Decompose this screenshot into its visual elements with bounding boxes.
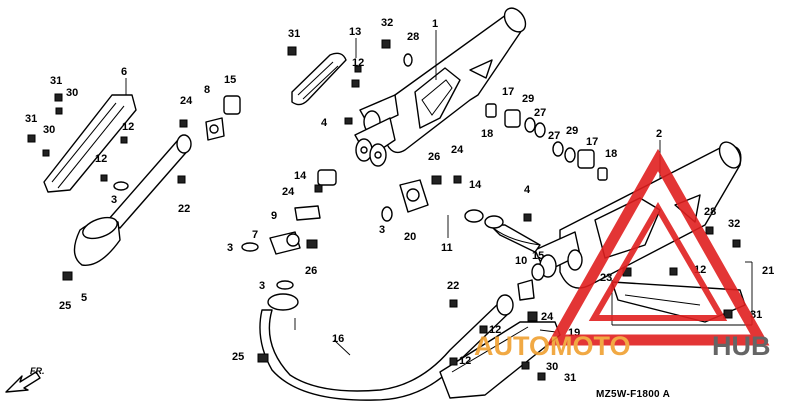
callout-29: 29 bbox=[566, 125, 578, 137]
upper-muffler bbox=[354, 7, 527, 167]
callout-30: 30 bbox=[66, 87, 78, 99]
callout-12: 12 bbox=[489, 324, 501, 336]
callout-31: 31 bbox=[564, 372, 576, 384]
callout-13: 13 bbox=[349, 26, 361, 38]
small-parts bbox=[27, 39, 741, 381]
callout-8: 8 bbox=[204, 84, 210, 96]
callout-3: 3 bbox=[227, 242, 233, 254]
callout-12: 12 bbox=[122, 121, 134, 133]
callout-28: 28 bbox=[704, 206, 716, 218]
watermark-text-accent: AUTOMOTO bbox=[474, 331, 631, 361]
callout-15: 15 bbox=[532, 250, 544, 262]
callout-22: 22 bbox=[447, 280, 459, 292]
callout-31: 31 bbox=[25, 113, 37, 125]
callout-30: 30 bbox=[43, 124, 55, 136]
callout-20: 20 bbox=[404, 231, 416, 243]
front-direction-arrow: FR. bbox=[5, 366, 45, 393]
callout-24: 24 bbox=[282, 186, 295, 198]
callout-10: 10 bbox=[515, 255, 527, 267]
callout-29: 29 bbox=[522, 93, 534, 105]
callout-3: 3 bbox=[111, 194, 117, 206]
callout-32: 32 bbox=[381, 17, 393, 29]
callout-12: 12 bbox=[459, 355, 471, 367]
callout-18: 18 bbox=[481, 128, 493, 140]
callout-22: 22 bbox=[178, 203, 190, 215]
callout-24: 24 bbox=[541, 311, 554, 323]
drawing-code: MZ5W-F1800 A bbox=[596, 389, 670, 400]
callout-12: 12 bbox=[352, 57, 364, 69]
heat-shield-left bbox=[43, 94, 137, 193]
watermark-text-dark: HUB bbox=[712, 331, 771, 361]
callout-21: 21 bbox=[762, 265, 774, 277]
callout-2: 2 bbox=[656, 128, 662, 140]
callout-17: 17 bbox=[586, 136, 598, 148]
callout-3: 3 bbox=[379, 224, 385, 236]
callout-1: 1 bbox=[432, 18, 438, 30]
callout-25: 25 bbox=[59, 300, 71, 312]
callout-9: 9 bbox=[271, 210, 277, 222]
watermark-logo: AUTOMOTO HUB bbox=[474, 148, 771, 361]
callout-14: 14 bbox=[469, 179, 482, 191]
callout-24: 24 bbox=[451, 144, 464, 156]
callout-27: 27 bbox=[534, 107, 546, 119]
heat-shield-upper bbox=[291, 52, 347, 106]
callout-26: 26 bbox=[305, 265, 317, 277]
callout-31: 31 bbox=[50, 75, 62, 87]
front-exhaust-pipe-left bbox=[73, 134, 192, 266]
callout-27: 27 bbox=[548, 130, 560, 142]
callout-6: 6 bbox=[121, 66, 127, 78]
callout-14: 14 bbox=[294, 170, 307, 182]
callout-4: 4 bbox=[524, 184, 531, 196]
callout-26: 26 bbox=[428, 151, 440, 163]
callout-3: 3 bbox=[259, 280, 265, 292]
callout-32: 32 bbox=[728, 218, 740, 230]
callout-28: 28 bbox=[407, 31, 419, 43]
callout-24: 24 bbox=[180, 95, 193, 107]
callout-16: 16 bbox=[332, 333, 344, 345]
callout-30: 30 bbox=[546, 361, 558, 373]
callout-25: 25 bbox=[232, 351, 244, 363]
callout-15: 15 bbox=[224, 74, 236, 86]
callout-18: 18 bbox=[605, 148, 617, 160]
callout-23: 23 bbox=[600, 272, 612, 284]
direction-label: FR. bbox=[30, 366, 45, 376]
rear-exhaust-pipe bbox=[259, 293, 514, 401]
callout-7: 7 bbox=[252, 229, 258, 241]
callout-11: 11 bbox=[441, 242, 453, 254]
callout-17: 17 bbox=[502, 86, 514, 98]
joint-pipe bbox=[464, 209, 541, 253]
callout-31: 31 bbox=[288, 28, 300, 40]
callout-5: 5 bbox=[81, 292, 87, 304]
callout-4: 4 bbox=[321, 117, 328, 129]
callout-labels: 1 2 3 3 3 3 4 4 5 6 7 8 9 10 11 12 12 12… bbox=[25, 17, 774, 384]
callout-12: 12 bbox=[95, 153, 107, 165]
